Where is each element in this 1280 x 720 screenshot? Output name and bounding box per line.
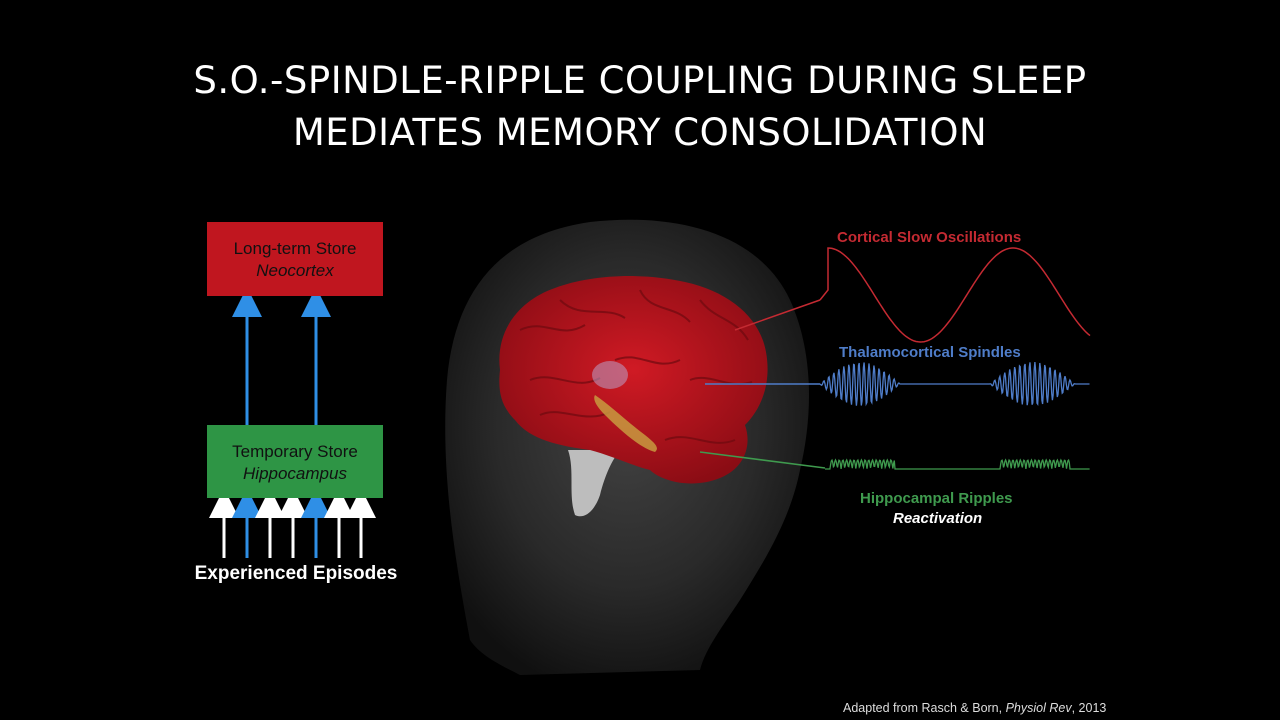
title-line-1: S.O.-SPINDLE-RIPPLE COUPLING DURING SLEE… bbox=[193, 59, 1087, 102]
spindle-wave bbox=[819, 362, 1090, 407]
citation: Adapted from Rasch & Born, Physiol Rev, … bbox=[843, 701, 1106, 715]
slow-oscillations-label: Cortical Slow Oscillations bbox=[837, 229, 1022, 246]
neocortex-label: Neocortex bbox=[256, 261, 334, 280]
citation-suffix: , 2013 bbox=[1071, 701, 1107, 715]
reactivation-label: Reactivation bbox=[893, 510, 983, 527]
spindles-label: Thalamocortical Spindles bbox=[839, 344, 1021, 361]
slow-oscillation-wave bbox=[819, 247, 1091, 343]
long-term-store-box: Long-term Store Neocortex bbox=[207, 222, 383, 296]
experienced-episodes-label: Experienced Episodes bbox=[194, 563, 398, 584]
ripple-wave bbox=[825, 458, 1090, 470]
temporary-store-label: Temporary Store bbox=[232, 442, 358, 461]
citation-journal: Physiol Rev bbox=[1005, 701, 1072, 715]
hippocampus-highlight bbox=[594, 395, 657, 452]
hippocampus-label: Hippocampus bbox=[243, 464, 347, 483]
long-term-store-label: Long-term Store bbox=[233, 239, 357, 258]
temporary-store-box: Temporary Store Hippocampus bbox=[207, 425, 383, 498]
slide-title: S.O.-SPINDLE-RIPPLE COUPLING DURING SLEE… bbox=[0, 55, 1280, 159]
citation-prefix: Adapted from Rasch & Born, bbox=[843, 701, 1006, 715]
title-line-2: MEDIATES MEMORY CONSOLIDATION bbox=[292, 111, 988, 154]
brainstem bbox=[568, 450, 620, 517]
ripples-label: Hippocampal Ripples bbox=[860, 490, 1013, 507]
brain bbox=[499, 276, 768, 484]
